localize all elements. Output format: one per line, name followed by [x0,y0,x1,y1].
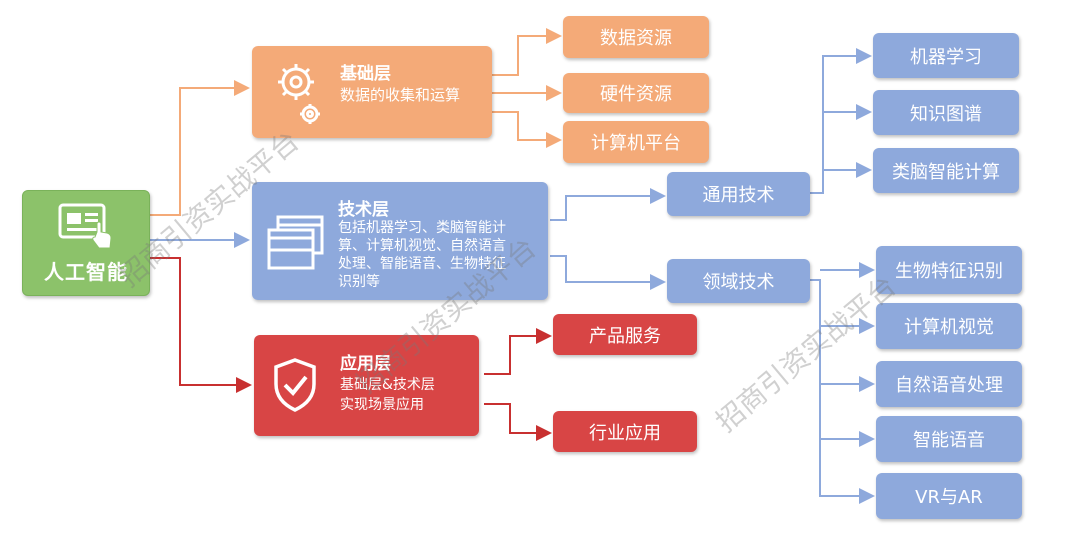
base-child-data-resources: 数据资源 [563,16,709,58]
tech-layer-box: 技术层 包括机器学习、类脑智能计 算、计算机视觉、自然语言 处理、智能语音、生物… [252,182,548,300]
domain-child-nlp: 自然语音处理 [876,361,1022,407]
tech-desc-line: 包括机器学习、类脑智能计 [338,220,506,236]
shield-check-icon [274,358,316,412]
app-desc-line: 实现场景应用 [340,397,424,413]
domain-child-vr-ar: VR与AR [876,473,1022,519]
app-child-industry-application: 行业应用 [553,411,697,452]
id-card-hand-icon [58,203,112,248]
gears-icon [278,64,320,124]
domain-child-computer-vision: 计算机视觉 [876,303,1022,349]
tech-desc-line: 识别等 [338,274,380,290]
general-child-brain-computing: 类脑智能计算 [873,148,1019,193]
tech-desc-line: 处理、智能语音、生物特征 [338,256,506,272]
tech-desc-line: 算、计算机视觉、自然语言 [338,238,506,254]
base-layer-title: 基础层 [340,64,391,84]
general-tech-node: 通用技术 [667,172,810,216]
windows-icon [267,215,324,270]
app-layer-title: 应用层 [340,354,391,374]
base-child-computer-platform: 计算机平台 [563,121,709,163]
tech-layer-desc: 包括机器学习、类脑智能计 算、计算机视觉、自然语言 处理、智能语音、生物特征 识… [338,219,543,291]
base-child-hardware-resources: 硬件资源 [563,73,709,113]
general-child-knowledge-graph: 知识图谱 [873,90,1019,135]
root-label: 人工智能 [44,259,128,284]
root-node: 人工智能 [22,190,150,296]
domain-child-speech: 智能语音 [876,416,1022,462]
app-layer-box: 应用层 基础层&技术层 实现场景应用 [254,335,479,436]
app-layer-desc: 基础层&技术层 实现场景应用 [340,375,435,415]
general-child-machine-learning: 机器学习 [873,33,1019,78]
domain-child-biometrics: 生物特征识别 [876,246,1022,294]
tech-layer-title: 技术层 [338,200,389,220]
domain-tech-node: 领域技术 [667,259,810,303]
app-desc-line: 基础层&技术层 [340,377,435,393]
base-layer-desc: 数据的收集和运算 [340,86,461,104]
app-child-product-service: 产品服务 [553,314,697,355]
base-layer-box: 基础层 数据的收集和运算 [252,46,492,138]
